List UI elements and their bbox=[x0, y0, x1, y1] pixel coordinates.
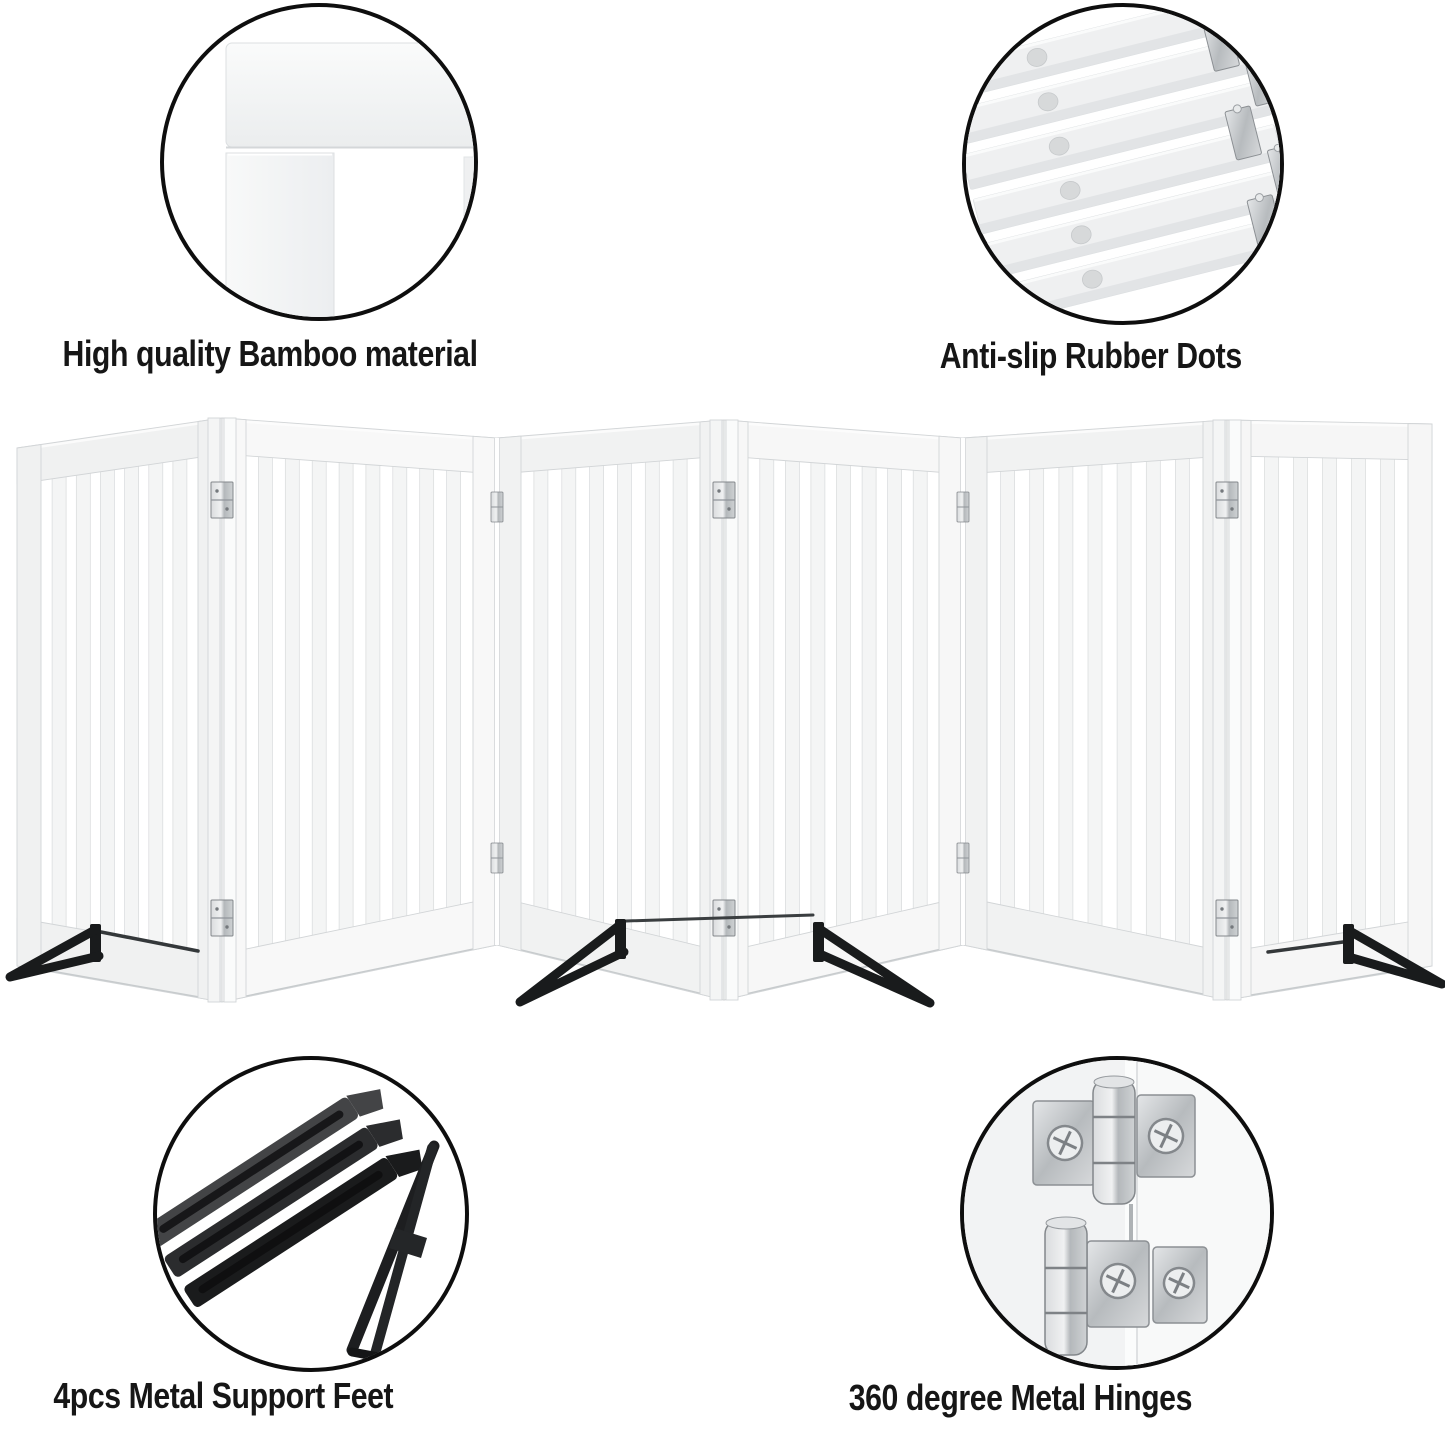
frame-corner-photo bbox=[225, 42, 474, 317]
feature-label-hinges-text: 360 degree Metal Hinges bbox=[848, 1377, 1192, 1418]
feature-label-bamboo: High quality Bamboo material bbox=[23, 333, 478, 375]
pet-gate-product-photo bbox=[0, 400, 1445, 1040]
rubber-dots-inset bbox=[962, 3, 1284, 325]
gate-hinge-joints bbox=[207, 417, 1242, 1003]
feature-label-rubber-dots-text: Anti-slip Rubber Dots bbox=[940, 335, 1242, 376]
support-feet-inset bbox=[153, 1056, 469, 1372]
feature-label-support-feet-text: 4pcs Metal Support Feet bbox=[53, 1375, 393, 1416]
metal-hinges-inset bbox=[960, 1056, 1274, 1370]
feature-label-support-feet: 4pcs Metal Support Feet bbox=[3, 1375, 443, 1417]
feature-label-bamboo-text: High quality Bamboo material bbox=[62, 333, 478, 374]
gate-support-feet bbox=[5, 913, 1445, 1008]
flat-feet-stack bbox=[157, 1089, 423, 1307]
pet-gate-illustration bbox=[5, 417, 1445, 1008]
folded-panels-photo bbox=[966, 7, 1280, 321]
metal-feet-photo bbox=[157, 1089, 440, 1362]
metal-hinges-photo bbox=[964, 1060, 1270, 1366]
feature-label-hinges: 360 degree Metal Hinges bbox=[800, 1377, 1240, 1419]
feature-label-rubber-dots: Anti-slip Rubber Dots bbox=[871, 335, 1311, 377]
folded-panel-stack bbox=[966, 7, 1280, 321]
bamboo-material-inset bbox=[160, 3, 478, 321]
